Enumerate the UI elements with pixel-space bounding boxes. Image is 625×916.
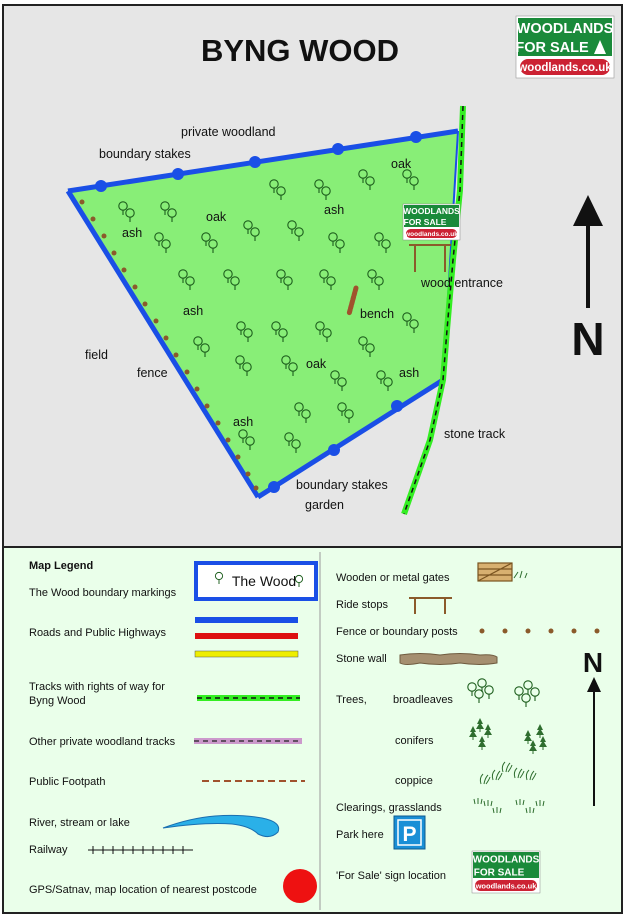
stone-track — [401, 105, 466, 515]
label-stone-track: stone track — [444, 427, 506, 441]
wood-area — [68, 131, 458, 497]
north-label: N — [571, 313, 604, 365]
legend-road-yellow — [194, 650, 299, 658]
woodlands-logo: WOODLANDS FOR SALE woodlands.co.uk — [515, 15, 615, 79]
legend-stone-wall-icon — [399, 653, 498, 665]
wood-boundary-top — [67, 128, 459, 194]
legend-private-tracks-label: Other private woodland tracks — [29, 736, 176, 748]
legend-boundary-sample-text: The Wood — [232, 573, 296, 589]
legend-park-icon — [393, 815, 426, 850]
legend-park-label: Park here — [336, 829, 384, 841]
legend-boundary-tree-icon — [214, 571, 224, 585]
logo-url: woodlands.co.uk — [517, 62, 612, 74]
legend-north-arrow-icon — [587, 677, 601, 806]
legend-grass-icon — [473, 797, 545, 814]
label-boundary-stakes-top: boundary stakes — [99, 147, 191, 161]
label-boundary-stakes-bottom: boundary stakes — [296, 478, 388, 492]
label-private-woodland: private woodland — [181, 125, 276, 139]
tree-label: ash — [399, 366, 419, 380]
legend-park-symbol: P — [402, 823, 416, 846]
legend-gps-label: GPS/Satnav, map location of nearest post… — [29, 884, 257, 896]
legend-railway-label: Railway — [29, 844, 68, 856]
map-title: BYNG WOOD — [201, 33, 399, 68]
label-fence: fence — [137, 366, 168, 380]
fence-posts — [79, 199, 259, 491]
for-sale-sign-icon: WOODLANDS FOR SALE woodlands.co.uk — [402, 203, 461, 241]
sign-url: woodlands.co.uk — [404, 231, 458, 238]
legend-conifers-label: conifers — [395, 735, 434, 747]
legend-road-blue — [195, 617, 298, 623]
legend-north-label: N — [583, 647, 603, 678]
legend-river-icon — [162, 814, 280, 838]
wood-boundary-bottom — [256, 377, 445, 500]
legend-tracks-label-2: Byng Wood — [29, 695, 86, 707]
legend-stone-wall-label: Stone wall — [336, 653, 387, 665]
ride-stops-icon — [409, 244, 451, 272]
legend-sign-line2: FOR SALE — [474, 868, 525, 879]
legend-gate-icon — [477, 562, 513, 582]
legend-river-label: River, stream or lake — [29, 817, 130, 829]
label-garden: garden — [305, 498, 344, 512]
legend-boundary-label: The Wood boundary markings — [29, 587, 177, 599]
legend-tracks-label-1: Tracks with rights of way for — [29, 681, 165, 693]
north-arrow-icon — [573, 195, 603, 308]
legend-footpath-label: Public Footpath — [29, 776, 105, 788]
legend-clearings-label: Clearings, grasslands — [336, 802, 442, 814]
legend-conifer-icon — [468, 717, 548, 755]
legend-coppice-label: coppice — [395, 775, 433, 787]
wood-boundary-left — [65, 189, 261, 499]
label-wood-entrance: wood entrance — [420, 276, 503, 290]
legend-gates-label: Wooden or metal gates — [336, 572, 450, 584]
tree-label: ash — [324, 203, 344, 217]
legend-coppice-icon — [479, 761, 537, 785]
tree-label: ash — [233, 415, 253, 429]
legend-roads-label: Roads and Public Highways — [29, 627, 166, 639]
legend-trees-label: Trees, — [336, 694, 367, 706]
sign-line1: WOODLANDS — [403, 206, 460, 216]
legend-ride-stops-label: Ride stops — [336, 599, 388, 611]
label-field: field — [85, 348, 108, 362]
legend-sign-url: woodlands.co.uk — [475, 882, 538, 891]
sign-line2: FOR SALE — [404, 217, 447, 227]
tree-label: oak — [391, 157, 412, 171]
label-bench: bench — [360, 307, 394, 321]
legend-fence-posts-label: Fence or boundary posts — [336, 626, 458, 638]
bench-icon — [346, 285, 359, 317]
logo-line2: FOR SALE — [515, 40, 589, 56]
tree-label: ash — [183, 304, 203, 318]
legend-gps-dot — [283, 869, 317, 903]
logo-line1: WOODLANDS — [517, 21, 614, 37]
tree-label: oak — [206, 210, 227, 224]
legend-broadleaves-label: broadleaves — [393, 694, 453, 706]
logo-tree-icon — [594, 40, 606, 54]
legend-sign-line1: WOODLANDS — [473, 855, 540, 866]
boundary-stakes — [95, 131, 422, 493]
tree-label: ash — [122, 226, 142, 240]
legend-fence-posts-icon — [479, 628, 600, 634]
legend-ride-stops-icon — [409, 597, 452, 614]
legend-boundary-tree-icon — [294, 574, 304, 588]
legend-broadleaf-icon — [467, 678, 540, 708]
legend-for-sale-sign-icon: WOODLANDS FOR SALE woodlands.co.uk — [471, 850, 541, 894]
legend-title: Map Legend — [29, 560, 93, 572]
legend-railway-line — [88, 846, 193, 854]
legend-road-red — [195, 633, 298, 639]
legend-for-sale-label: 'For Sale' sign location — [336, 870, 446, 882]
tree-label: oak — [306, 357, 327, 371]
